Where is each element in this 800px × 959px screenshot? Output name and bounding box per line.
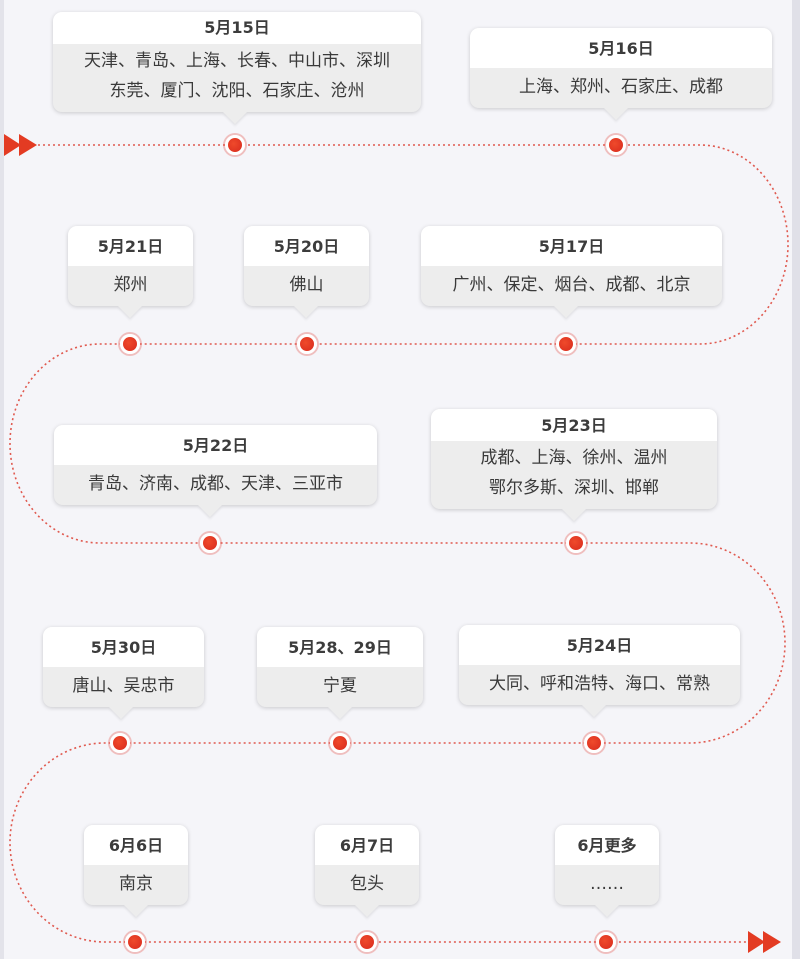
- card-date: 6月更多: [555, 825, 659, 865]
- timeline-card: 5月16日 上海、郑州、石家庄、成都: [470, 28, 772, 120]
- timeline-card: 5月17日 广州、保定、烟台、成都、北京: [421, 226, 722, 318]
- city-line: 佛山: [289, 275, 324, 295]
- timeline-dot[interactable]: [297, 334, 317, 354]
- card-cities: 广州、保定、烟台、成都、北京: [421, 266, 722, 306]
- timeline-card: 5月28、29日 宁夏: [257, 627, 423, 719]
- timeline-card: 5月21日 郑州: [68, 226, 193, 318]
- timeline-dot[interactable]: [125, 932, 145, 952]
- timeline-dot[interactable]: [225, 135, 245, 155]
- city-line: 南京: [119, 874, 153, 894]
- card-cities: 郑州: [68, 266, 193, 306]
- city-line: 天津、青岛、上海、长春、中山市、深圳: [84, 51, 390, 71]
- timeline-dot[interactable]: [357, 932, 377, 952]
- card-date: 5月23日: [431, 409, 717, 441]
- city-line: 大同、呼和浩特、海口、常熟: [489, 674, 710, 694]
- left-edge: [0, 0, 4, 959]
- end-double-arrow-icon: [748, 931, 781, 953]
- card-date: 5月20日: [244, 226, 369, 266]
- city-line: ……: [590, 874, 624, 894]
- timeline-dot[interactable]: [596, 932, 616, 952]
- timeline-dot[interactable]: [120, 334, 140, 354]
- timeline-card: 5月24日 大同、呼和浩特、海口、常熟: [459, 625, 740, 717]
- timeline-dot[interactable]: [606, 135, 626, 155]
- city-line: 鄂尔多斯、深圳、邯郸: [489, 478, 659, 498]
- timeline-card: 6月6日 南京: [84, 825, 188, 917]
- card-date: 5月22日: [54, 425, 377, 465]
- card-date: 5月30日: [43, 627, 204, 667]
- city-line: 唐山、吴忠市: [72, 676, 175, 696]
- card-date: 5月28、29日: [257, 627, 423, 667]
- right-scrollbar[interactable]: [792, 0, 800, 959]
- timeline-card: 5月22日 青岛、济南、成都、天津、三亚市: [54, 425, 377, 517]
- city-line: 包头: [350, 874, 384, 894]
- card-date: 5月24日: [459, 625, 740, 665]
- timeline-dot[interactable]: [330, 733, 350, 753]
- card-date: 5月16日: [470, 28, 772, 68]
- timeline-card: 5月23日 成都、上海、徐州、温州 鄂尔多斯、深圳、邯郸: [431, 409, 717, 521]
- card-cities: 唐山、吴忠市: [43, 667, 204, 707]
- card-cities: 包头: [315, 865, 419, 905]
- timeline-dot[interactable]: [584, 733, 604, 753]
- timeline-card: 5月15日 天津、青岛、上海、长春、中山市、深圳 东莞、厦门、沈阳、石家庄、沧州: [53, 12, 421, 124]
- card-date: 5月17日: [421, 226, 722, 266]
- timeline-card: 6月更多 ……: [555, 825, 659, 917]
- card-date: 6月7日: [315, 825, 419, 865]
- card-cities: 宁夏: [257, 667, 423, 707]
- card-date: 5月21日: [68, 226, 193, 266]
- city-line: 郑州: [113, 275, 148, 295]
- card-cities: 佛山: [244, 266, 369, 306]
- card-cities: 天津、青岛、上海、长春、中山市、深圳 东莞、厦门、沈阳、石家庄、沧州: [53, 44, 421, 112]
- start-double-arrow-icon: [4, 134, 37, 156]
- card-cities: 大同、呼和浩特、海口、常熟: [459, 665, 740, 705]
- city-line: 宁夏: [323, 676, 357, 696]
- city-line: 成都、上海、徐州、温州: [480, 448, 668, 468]
- card-date: 6月6日: [84, 825, 188, 865]
- card-cities: 南京: [84, 865, 188, 905]
- timeline-dot[interactable]: [566, 533, 586, 553]
- card-cities: 上海、郑州、石家庄、成都: [470, 68, 772, 108]
- timeline-card: 6月7日 包头: [315, 825, 419, 917]
- timeline-dot[interactable]: [110, 733, 130, 753]
- timeline-dot[interactable]: [200, 533, 220, 553]
- timeline-card: 5月30日 唐山、吴忠市: [43, 627, 204, 719]
- card-cities: ……: [555, 865, 659, 905]
- card-cities: 成都、上海、徐州、温州 鄂尔多斯、深圳、邯郸: [431, 441, 717, 509]
- timeline-dot[interactable]: [556, 334, 576, 354]
- city-line: 广州、保定、烟台、成都、北京: [452, 275, 691, 295]
- city-line: 上海、郑州、石家庄、成都: [519, 77, 723, 97]
- card-date: 5月15日: [53, 12, 421, 44]
- card-cities: 青岛、济南、成都、天津、三亚市: [54, 465, 377, 505]
- city-line: 东莞、厦门、沈阳、石家庄、沧州: [109, 81, 365, 101]
- city-line: 青岛、济南、成都、天津、三亚市: [88, 474, 343, 494]
- timeline-card: 5月20日 佛山: [244, 226, 369, 318]
